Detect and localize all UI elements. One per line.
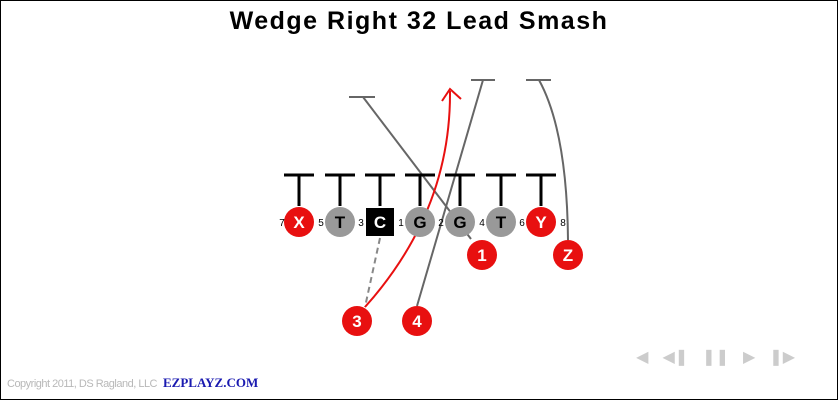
player-g: G bbox=[445, 173, 475, 237]
player-label: 4 bbox=[412, 312, 422, 331]
handoff-dashed-line bbox=[364, 237, 381, 308]
player-3: 3 bbox=[342, 306, 372, 336]
route-3-run bbox=[364, 90, 452, 308]
player-g: G bbox=[405, 173, 435, 237]
backfield: 1 Z 3 4 bbox=[342, 240, 583, 336]
player-1: 1 bbox=[467, 240, 497, 270]
route-z-block bbox=[538, 79, 569, 241]
player-marker bbox=[405, 207, 435, 237]
route-4-block bbox=[416, 79, 484, 307]
hole-number: 2 bbox=[438, 218, 444, 229]
copyright: Copyright 2011, DS Ragland, LLC EZPLAYZ.C… bbox=[7, 375, 258, 391]
hole-number: 8 bbox=[560, 218, 566, 229]
hole-number: 3 bbox=[358, 218, 364, 229]
player-label: G bbox=[413, 213, 426, 232]
hole-number: 6 bbox=[519, 218, 525, 229]
player-marker bbox=[342, 306, 372, 336]
player-label: X bbox=[293, 213, 305, 232]
player-c: C bbox=[365, 173, 395, 236]
player-label: 3 bbox=[352, 312, 361, 331]
player-label: Z bbox=[563, 246, 573, 265]
offensive-line: X T C G G T Y 7 5 3 1 2 4 6 8 bbox=[279, 173, 566, 237]
hole-number: 1 bbox=[398, 218, 404, 229]
player-label: C bbox=[374, 213, 386, 232]
player-t: T bbox=[486, 173, 516, 237]
hole-number: 7 bbox=[279, 218, 285, 229]
hole-number: 4 bbox=[479, 218, 485, 229]
player-t: T bbox=[325, 173, 355, 237]
player-marker bbox=[445, 207, 475, 237]
route-3-arrowhead bbox=[441, 87, 462, 102]
player-z: Z bbox=[553, 240, 583, 270]
brand-link[interactable]: EZPLAYZ.COM bbox=[163, 375, 259, 390]
pause-icon[interactable]: ❚❚ bbox=[702, 349, 729, 366]
player-marker bbox=[553, 240, 583, 270]
rewind-icon[interactable]: ◀ bbox=[636, 349, 649, 366]
step-back-icon[interactable]: ◀❚ bbox=[662, 349, 689, 366]
step-forward-icon[interactable]: ❚▶ bbox=[769, 349, 795, 366]
play-icon[interactable]: ▶ bbox=[742, 349, 756, 366]
playback-controls: ◀ ◀❚ ❚❚ ▶ ❚▶ bbox=[636, 347, 795, 367]
player-label: Y bbox=[535, 213, 547, 232]
player-marker bbox=[486, 207, 516, 237]
player-4: 4 bbox=[402, 306, 432, 336]
player-label: G bbox=[453, 213, 466, 232]
player-marker bbox=[467, 240, 497, 270]
player-label: 1 bbox=[477, 246, 486, 265]
player-y: Y bbox=[526, 173, 556, 237]
hole-number: 5 bbox=[318, 218, 324, 229]
player-marker bbox=[366, 208, 394, 236]
player-label: T bbox=[496, 213, 507, 232]
play-title: Wedge Right 32 Lead Smash bbox=[229, 7, 609, 35]
player-marker bbox=[325, 207, 355, 237]
player-x: X bbox=[284, 173, 314, 237]
player-label: T bbox=[335, 213, 346, 232]
copyright-text: Copyright 2011, DS Ragland, LLC bbox=[7, 378, 158, 390]
player-marker bbox=[284, 207, 314, 237]
player-marker bbox=[402, 306, 432, 336]
player-marker bbox=[526, 207, 556, 237]
